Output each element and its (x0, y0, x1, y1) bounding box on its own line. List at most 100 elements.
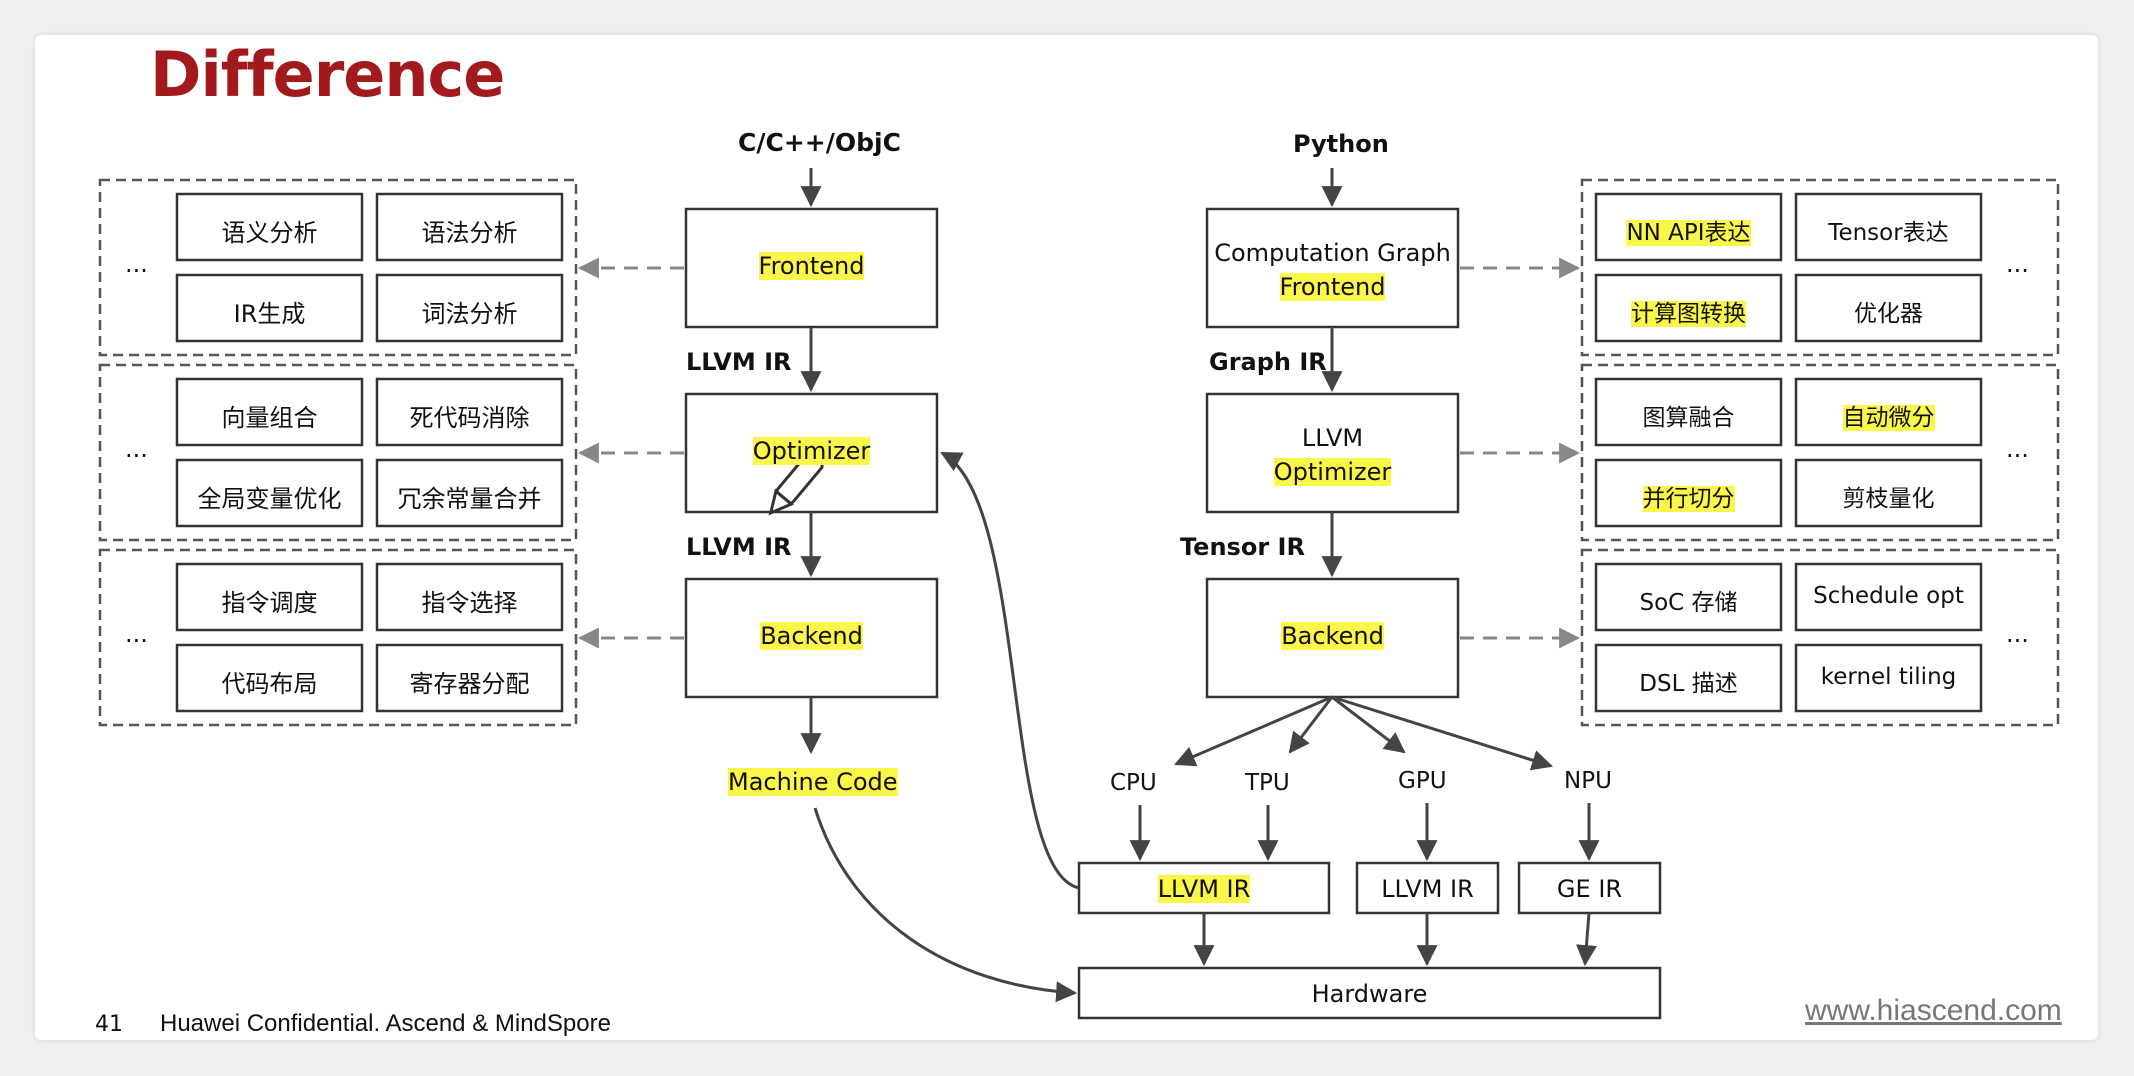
ir-text-1: LLVM IR (1157, 875, 1251, 903)
target-gpu: GPU (1398, 768, 1447, 794)
ir-label-3: GE IR (1556, 875, 1623, 903)
right-optimizer-group (1580, 363, 2060, 542)
left-ellipsis-2: ... (125, 435, 148, 463)
llvm-ir1-label: LLVM IR (686, 348, 792, 376)
left-item: 全局变量优化 (197, 485, 342, 513)
ai-optimizer-line1: LLVM (1301, 424, 1364, 452)
left-box (175, 643, 364, 713)
llvm-backend-text: Backend (760, 622, 863, 650)
right-item: 并行切分 (1596, 479, 1781, 513)
right-item: 自动微分 (1796, 398, 1981, 432)
right-frontend-group (1580, 178, 2060, 357)
ai-frontend-label: Computation Graph Frontend (1207, 236, 1458, 304)
right-ellipsis-1: ... (2006, 250, 2029, 278)
ai-optimizer-label: LLVM Optimizer (1207, 421, 1458, 489)
ai-backend-label: Backend (1207, 622, 1458, 650)
target-cpu: CPU (1110, 770, 1157, 796)
right-box (1794, 643, 1983, 713)
left-ellipsis-3: ... (125, 620, 148, 648)
machine-code-label: Machine Code (728, 768, 898, 796)
left-item: 代码布局 (221, 670, 318, 698)
left-ellipsis-1: ... (125, 250, 148, 278)
ai-input-label: Python (1293, 130, 1389, 158)
left-item: 语法分析 (421, 219, 518, 247)
left-box (175, 458, 364, 528)
right-item-text: 计算图转换 (1631, 301, 1746, 327)
right-item-text: 并行切分 (1642, 486, 1735, 512)
right-ellipsis-3: ... (2006, 620, 2029, 648)
page-number: 41 (95, 1012, 123, 1037)
left-box (375, 643, 564, 713)
left-item: 向量组合 (221, 404, 318, 432)
right-box (1594, 562, 1783, 632)
right-item: 剪枝量化 (1842, 486, 1935, 512)
right-backend-group (1580, 548, 2060, 727)
left-item: 语义分析 (221, 219, 318, 247)
left-frontend-group (98, 178, 578, 357)
footer-text: Huawei Confidential. Ascend & MindSpore (160, 1010, 611, 1037)
right-box (1794, 273, 1983, 343)
right-box (1794, 192, 1983, 262)
ir-label-2: LLVM IR (1381, 875, 1474, 903)
left-item: 寄存器分配 (409, 670, 530, 698)
left-item: 冗余常量合并 (397, 485, 542, 513)
right-item: NN API表达 (1596, 213, 1781, 247)
left-item: 指令调度 (221, 589, 318, 617)
hardware-box (1077, 966, 1662, 1020)
left-box (175, 377, 364, 447)
llvm-optimizer-label: Optimizer (686, 437, 937, 465)
right-box (1794, 458, 1983, 528)
target-npu: NPU (1564, 768, 1612, 794)
left-backend-group (98, 548, 578, 727)
right-box (1594, 643, 1783, 713)
ir-box-2 (1355, 861, 1500, 915)
llvm-frontend-text: Frontend (758, 252, 865, 280)
right-item: SoC 存储 (1639, 590, 1738, 616)
slide-title: Difference (150, 38, 505, 111)
llvm-optimizer-text: Optimizer (752, 437, 871, 465)
right-item-text: 自动微分 (1842, 405, 1935, 431)
left-box (175, 192, 364, 262)
ai-backend-text: Backend (1281, 622, 1384, 650)
machine-code-text: Machine Code (728, 768, 898, 796)
ai-optimizer-line2: Optimizer (1273, 458, 1392, 486)
right-box (1594, 377, 1783, 447)
llvm-input-label: C/C++/ObjC (738, 128, 901, 157)
right-item-text: NN API表达 (1626, 220, 1751, 246)
right-item: DSL 描述 (1639, 671, 1738, 697)
target-tpu: TPU (1245, 770, 1290, 796)
website-link[interactable]: www.hiascend.com (1805, 994, 2062, 1027)
left-box (375, 377, 564, 447)
left-item: 指令选择 (421, 589, 518, 617)
llvm-ir2-label: LLVM IR (686, 533, 792, 561)
left-box (375, 273, 564, 343)
right-item: 计算图转换 (1596, 294, 1781, 328)
llvm-frontend-label: Frontend (686, 252, 937, 280)
ir-box-3 (1517, 861, 1662, 915)
right-ellipsis-2: ... (2006, 435, 2029, 463)
left-box (375, 458, 564, 528)
ai-frontend-box (1205, 207, 1460, 329)
left-box (175, 562, 364, 632)
left-box (375, 192, 564, 262)
left-item: 死代码消除 (409, 404, 530, 432)
ai-frontend-line2: Frontend (1279, 273, 1386, 301)
right-item: kernel tiling (1820, 664, 1957, 690)
llvm-backend-label: Backend (686, 622, 937, 650)
right-box (1794, 562, 1983, 632)
right-item: 图算融合 (1642, 405, 1735, 431)
ir-label-1: LLVM IR (1079, 875, 1329, 903)
left-box (175, 273, 364, 343)
left-box (375, 562, 564, 632)
right-item: Schedule opt (1813, 583, 1964, 609)
left-item: 词法分析 (421, 300, 518, 328)
left-optimizer-group (98, 363, 578, 542)
hardware-label: Hardware (1311, 980, 1428, 1008)
ai-ir1-label: Graph IR (1209, 348, 1327, 376)
ai-frontend-line1: Computation Graph (1214, 239, 1451, 267)
ai-ir2-label: Tensor IR (1180, 533, 1305, 561)
right-item: 优化器 (1854, 301, 1923, 327)
left-item: IR生成 (233, 300, 306, 328)
right-item: Tensor表达 (1828, 220, 1949, 246)
